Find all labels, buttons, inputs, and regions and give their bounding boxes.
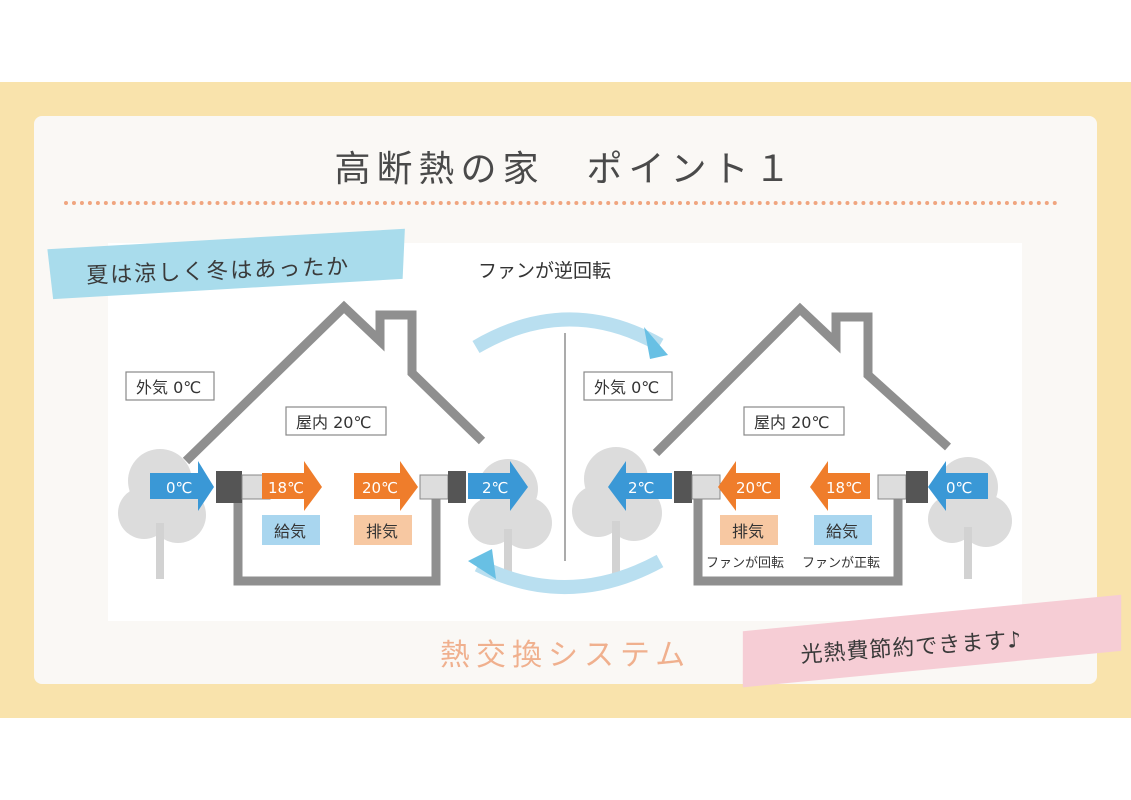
brush-stroke — [742, 594, 1122, 688]
inside-temp-label: 屋内 20℃ — [754, 413, 829, 432]
arrow-supply-label: 18℃ — [826, 479, 862, 497]
house-outline — [182, 300, 486, 465]
tree-icon — [118, 449, 206, 579]
house-walls — [693, 499, 903, 586]
fan-unit — [674, 471, 692, 503]
inside-temp-box — [743, 406, 845, 436]
arrow-supply — [262, 461, 322, 511]
supply-label: 給気 — [826, 522, 858, 541]
house-walls — [233, 499, 441, 586]
house-outline — [652, 302, 952, 457]
arrow-supply — [810, 461, 870, 511]
arrow-out-right — [608, 461, 672, 511]
tag-savings: 光熱費節約できます♪ — [738, 593, 1128, 690]
fan-forward-label: ファンが正転 — [802, 556, 880, 571]
page-title: 高断熱の家 ポイント１ — [334, 149, 797, 190]
exhaust-badge — [720, 515, 778, 545]
inside-temp-box — [285, 406, 387, 436]
supply-badge — [814, 515, 872, 545]
arrow-exhaust-label: 20℃ — [736, 479, 772, 497]
arrow-in-left — [150, 461, 214, 511]
fan-unit — [448, 471, 466, 503]
arrow-head — [468, 549, 496, 579]
arrow-head — [644, 327, 668, 359]
fan-unit — [906, 471, 928, 503]
tag-cool-warm: 夏は涼しく冬はあったか — [45, 227, 409, 302]
exhaust-label: 排気 — [366, 522, 398, 541]
arrow-in-right — [928, 461, 988, 511]
supply-label: 給気 — [274, 522, 306, 541]
duct-unit — [877, 474, 907, 500]
system-caption: 熱交換システム — [440, 638, 692, 673]
outside-temp-label: 外気 0℃ — [594, 378, 659, 397]
rotate-arrow-icon — [472, 312, 664, 354]
exhaust-badge — [354, 515, 412, 545]
outside-temp-box — [125, 371, 215, 401]
fan-unit — [216, 471, 242, 503]
outside-temp-label: 外気 0℃ — [136, 378, 201, 397]
arrow-exhaust — [354, 461, 418, 511]
arrow-in-label: 0℃ — [166, 479, 192, 497]
arrow-out-label: 2℃ — [628, 479, 654, 497]
arrow-supply-label: 18℃ — [268, 479, 304, 497]
supply-badge — [262, 515, 320, 545]
arrow-in-label: 0℃ — [946, 479, 972, 497]
exhaust-label: 排気 — [732, 522, 764, 541]
arrow-out-label: 2℃ — [482, 479, 508, 497]
arrow-out-left — [468, 461, 528, 511]
outside-temp-box — [583, 371, 673, 401]
duct-unit — [419, 474, 449, 500]
brush-stroke — [47, 228, 405, 300]
fan-rotate-label: ファンが回転 — [706, 556, 784, 571]
duct-unit — [691, 474, 721, 500]
fan-reverse-label: ファンが逆回転 — [478, 260, 611, 282]
heat-exchange-diagram: ファンが逆回転 外気 0℃ 屋内 20℃ 0℃ 18℃ 20℃ 2℃ 給気 排気… — [108, 243, 1022, 621]
inside-temp-label: 屋内 20℃ — [296, 413, 371, 432]
arrow-exhaust — [718, 461, 780, 511]
rotate-arrow-icon — [474, 554, 664, 595]
arrow-exhaust-label: 20℃ — [362, 479, 398, 497]
dotted-divider — [64, 201, 1058, 205]
